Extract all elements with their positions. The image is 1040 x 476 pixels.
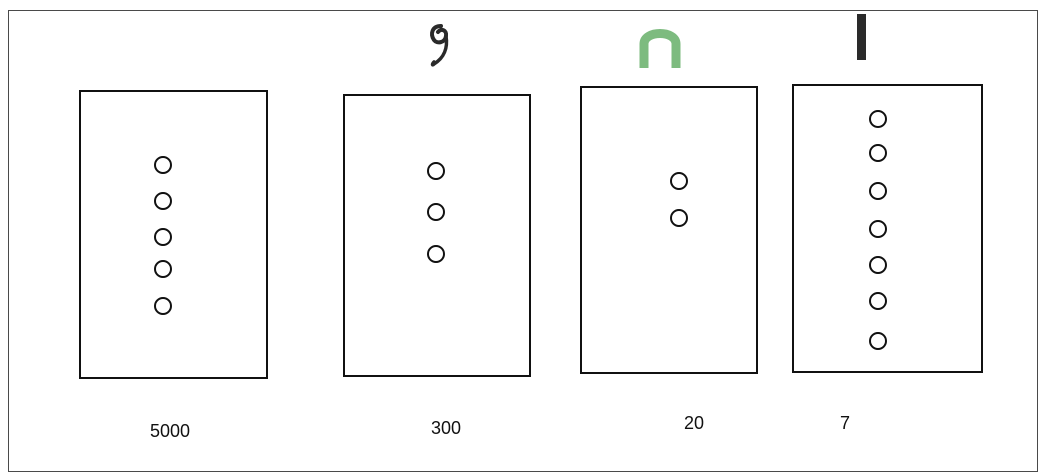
bead: [154, 260, 172, 278]
ones-column: [792, 84, 983, 373]
bead: [427, 245, 445, 263]
tens-column: [580, 86, 758, 374]
stroke-icon: [857, 14, 866, 60]
coiled-rope-icon: [430, 24, 449, 67]
ones-value-label: 7: [840, 413, 851, 433]
tens-value-label: 20: [684, 413, 705, 433]
bead: [869, 110, 887, 128]
bead: [869, 144, 887, 162]
bead: [154, 192, 172, 210]
bead: [670, 172, 688, 190]
bead: [869, 182, 887, 200]
heel-bone-icon: [639, 29, 681, 68]
bead: [869, 220, 887, 238]
bead: [427, 162, 445, 180]
diagram-frame: [8, 10, 1038, 472]
thousands-value-label: 5000: [150, 421, 191, 441]
bead: [869, 256, 887, 274]
hundreds-column: [343, 94, 531, 377]
bead: [154, 297, 172, 315]
bead: [869, 292, 887, 310]
bead: [154, 156, 172, 174]
bead: [154, 228, 172, 246]
hundreds-value-label: 300: [431, 418, 462, 438]
bead: [427, 203, 445, 221]
bead: [869, 332, 887, 350]
bead: [670, 209, 688, 227]
thousands-column: [79, 90, 268, 379]
